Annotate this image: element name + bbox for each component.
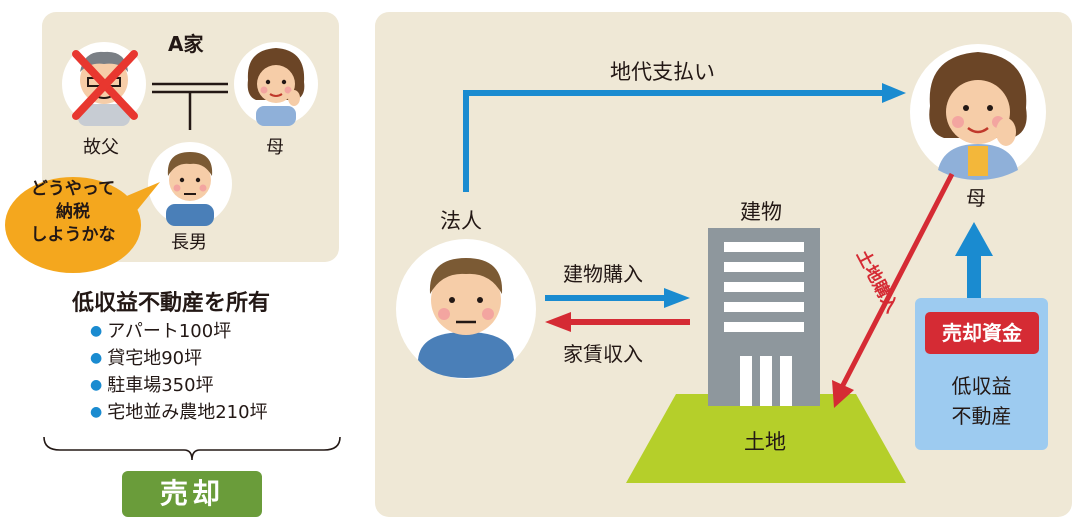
sell-badge: 売却 bbox=[122, 471, 262, 517]
bullet-icon: ● bbox=[90, 323, 103, 339]
bullet-icon: ● bbox=[90, 404, 103, 420]
mother-avatar-small bbox=[234, 42, 318, 126]
land-label: 土地 bbox=[744, 430, 786, 454]
bullet-icon: ● bbox=[90, 377, 103, 393]
speech-line: どうやって bbox=[30, 179, 116, 199]
rent-payment-arrow bbox=[463, 83, 906, 192]
corporation-avatar bbox=[396, 239, 536, 379]
mother-avatar-large bbox=[910, 44, 1046, 180]
list-bracket bbox=[43, 436, 341, 461]
fund-up-arrow bbox=[955, 222, 993, 298]
land-purchase-arrow bbox=[832, 172, 955, 408]
list-item-label: 駐車場350坪 bbox=[107, 375, 214, 396]
mother-large-label: 母 bbox=[966, 186, 986, 210]
son-label: 長男 bbox=[171, 232, 207, 253]
land-shape bbox=[626, 394, 906, 483]
list-item: ●駐車場350坪 bbox=[90, 372, 268, 399]
bullet-icon: ● bbox=[90, 350, 103, 366]
fund-badge: 売却資金 bbox=[925, 312, 1039, 354]
list-item-label: 貸宅地90坪 bbox=[107, 348, 203, 369]
fund-source-line-1: 低収益 bbox=[951, 374, 1012, 398]
list-item: ●宅地並み農地210坪 bbox=[90, 399, 268, 426]
speech-text: どうやって 納税 しようかな bbox=[4, 178, 142, 272]
fund-source-line-2: 不動産 bbox=[951, 404, 1012, 428]
list-item: ●アパート100坪 bbox=[90, 318, 268, 345]
son-avatar bbox=[148, 142, 232, 226]
speech-bubble bbox=[5, 177, 160, 273]
list-item-label: アパート100坪 bbox=[107, 321, 232, 342]
rent-payment-label: 地代支払い bbox=[610, 60, 715, 84]
list-item: ●貸宅地90坪 bbox=[90, 345, 268, 372]
property-list: ●アパート100坪 ●貸宅地90坪 ●駐車場350坪 ●宅地並み農地210坪 bbox=[90, 318, 268, 426]
list-item-label: 宅地並み農地210坪 bbox=[107, 402, 268, 423]
building-icon bbox=[708, 228, 820, 406]
speech-line: しようかな bbox=[30, 225, 116, 245]
family-title: A家 bbox=[168, 32, 204, 56]
building-label: 建物 bbox=[740, 200, 782, 224]
marriage-line bbox=[152, 82, 228, 130]
deceased-cross-icon bbox=[72, 50, 138, 120]
rental-income-label: 家賃収入 bbox=[563, 342, 643, 366]
father-label: 故父 bbox=[83, 137, 119, 158]
mother-small-label: 母 bbox=[266, 137, 284, 158]
speech-line: 納税 bbox=[56, 202, 90, 222]
building-purchase-label: 建物購入 bbox=[563, 262, 643, 286]
rental-income-arrow bbox=[545, 312, 690, 332]
corporation-label: 法人 bbox=[440, 209, 482, 233]
building-purchase-arrow bbox=[545, 288, 690, 308]
summary-heading: 低収益不動産を所有 bbox=[72, 291, 271, 316]
